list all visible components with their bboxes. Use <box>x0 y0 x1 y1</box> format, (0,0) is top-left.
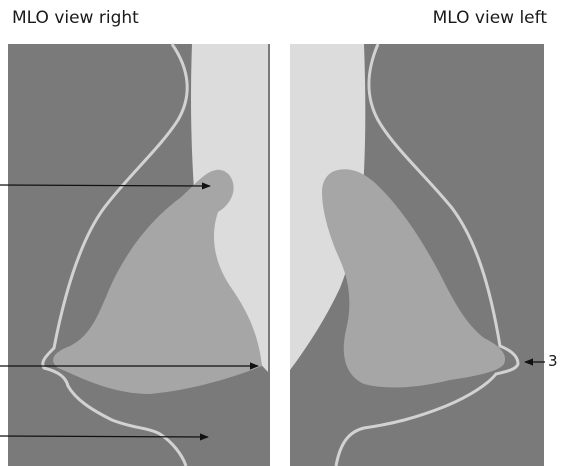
panel-left <box>290 44 545 466</box>
annotation-label-3: 3 <box>548 352 558 370</box>
panel-right <box>0 44 270 466</box>
